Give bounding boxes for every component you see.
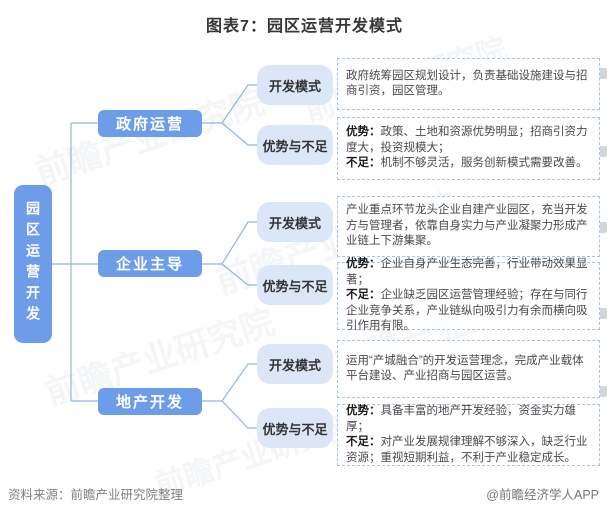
disadvantage-line: 不足：对产业发展规律理解不够深入，缺乏行业资源；重视短期利益，不利于产业稳定成长… bbox=[346, 435, 591, 466]
advantage-line: 优势：政策、土地和资源优势明显；招商引资力度大，投资规模大； bbox=[346, 125, 591, 156]
disadvantage-label: 不足： bbox=[346, 157, 381, 170]
description-text: 产业重点环节龙头企业自建产业园区，充当开发方与管理者，依靠自身实力与产业凝聚力形… bbox=[346, 204, 588, 248]
branch-node-government: 政府运营 bbox=[98, 110, 202, 137]
disadvantage-text: 对产业发展规律理解不够深入，缺乏行业资源；重视短期利益，不利于产业稳定成长。 bbox=[346, 436, 588, 464]
disadvantage-text: 机制不够灵活，服务创新模式需要改善。 bbox=[380, 157, 588, 170]
pros-cons-description: 优势：政策、土地和资源优势明显；招商引资力度大，投资规模大； 不足：机制不够灵活… bbox=[337, 117, 600, 180]
mode-description: 政府统筹园区规划设计，负责基础设施建设与招商引资，园区管理。 bbox=[337, 58, 600, 110]
root-node: 园区运营开发 bbox=[14, 185, 52, 343]
sub-node-pros-cons: 优势与不足 bbox=[257, 265, 333, 305]
sub-node-mode: 开发模式 bbox=[257, 65, 333, 105]
disadvantage-line: 不足：机制不够灵活，服务创新模式需要改善。 bbox=[346, 156, 591, 172]
branch-node-realestate: 地产开发 bbox=[98, 388, 202, 415]
advantage-label: 优势： bbox=[346, 258, 381, 271]
advantage-line: 优势：具备丰富的地产开发经验，资金实力雄厚； bbox=[346, 404, 591, 435]
chart-title: 图表7：园区运营开发模式 bbox=[206, 18, 403, 35]
mode-description: 运用“产城融合”的开发运营理念，完成产业载体平台建设、产业招商与园区运营。 bbox=[337, 340, 600, 398]
advantage-text: 具备丰富的地产开发经验，资金实力雄厚； bbox=[346, 405, 576, 433]
description-text: 运用“产城融合”的开发运营理念，完成产业载体平台建设、产业招商与园区运营。 bbox=[346, 354, 584, 383]
advantage-label: 优势： bbox=[346, 126, 381, 139]
credit-note: @前瞻经济学人APP bbox=[486, 488, 599, 502]
description-text: 政府统筹园区规划设计，负责基础设施建设与招商引资，园区管理。 bbox=[346, 69, 588, 98]
source-note: 资料来源：前瞻产业研究院整理 bbox=[8, 488, 184, 502]
sub-node-pros-cons: 优势与不足 bbox=[257, 125, 333, 165]
sub-node-mode: 开发模式 bbox=[257, 344, 333, 384]
disadvantage-line: 不足：企业缺乏园区运营管理经验；存在与同行企业竞争关系，产业链纵向吸引力有余而横… bbox=[346, 288, 591, 335]
disadvantage-label: 不足： bbox=[346, 436, 381, 448]
sub-node-mode: 开发模式 bbox=[257, 202, 333, 242]
advantage-text: 企业自身产业生态完善，行业带动效果显著； bbox=[346, 258, 588, 286]
pros-cons-description: 优势：具备丰富的地产开发经验，资金实力雄厚； 不足：对产业发展规律理解不够深入，… bbox=[337, 404, 600, 466]
advantage-line: 优势：企业自身产业生态完善，行业带动效果显著； bbox=[346, 257, 591, 288]
disadvantage-text: 企业缺乏园区运营管理经验；存在与同行企业竞争关系，产业链纵向吸引力有余而横向吸引… bbox=[346, 289, 588, 333]
mode-description: 产业重点环节龙头企业自建产业园区，充当开发方与管理者，依靠自身实力与产业凝聚力形… bbox=[337, 196, 600, 257]
disadvantage-label: 不足： bbox=[346, 289, 381, 302]
advantage-label: 优势： bbox=[346, 405, 381, 417]
branch-node-enterprise: 企业主导 bbox=[98, 250, 202, 277]
sub-node-pros-cons: 优势与不足 bbox=[257, 408, 333, 448]
pros-cons-description: 优势：企业自身产业生态完善，行业带动效果显著； 不足：企业缺乏园区运营管理经验；… bbox=[337, 258, 600, 332]
advantage-text: 政策、土地和资源优势明显；招商引资力度大，投资规模大； bbox=[346, 126, 588, 154]
